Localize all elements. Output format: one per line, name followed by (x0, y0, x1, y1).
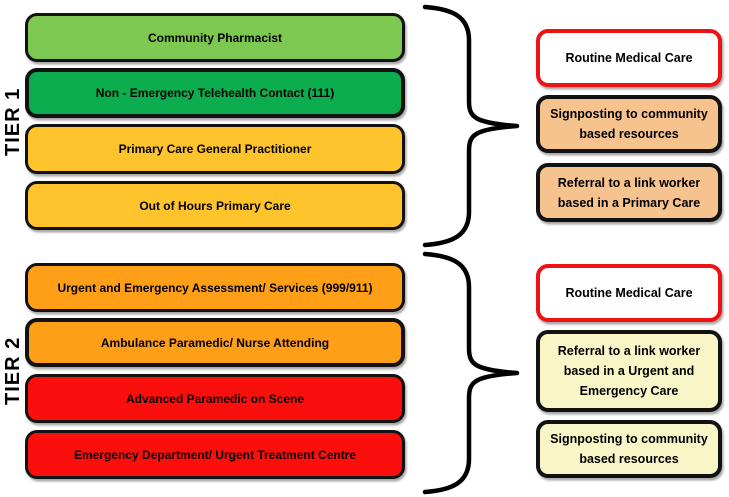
tier1-brace (422, 4, 520, 248)
tier1-label: TIER 1 (2, 87, 24, 156)
tier1-outcome-signposting: Signposting to community based resources (536, 95, 722, 153)
tier2-brace (422, 251, 520, 495)
tier2-box-advanced-paramedic: Advanced Paramedic on Scene (25, 374, 405, 423)
tier1-box-community-pharmacist: Community Pharmacist (25, 13, 405, 62)
tier2-outcome-link-worker-referral: Referral to a link worker based in a Urg… (536, 330, 722, 412)
tier1-outcome-routine-medical-care: Routine Medical Care (536, 29, 722, 87)
tier1-box-out-of-hours: Out of Hours Primary Care (25, 181, 405, 230)
tier2-box-ambulance-paramedic: Ambulance Paramedic/ Nurse Attending (25, 318, 405, 367)
tier2-box-emergency-department: Emergency Department/ Urgent Treatment C… (25, 430, 405, 479)
tier2-label: TIER 2 (2, 336, 24, 406)
tier2-box-urgent-emergency-999: Urgent and Emergency Assessment/ Service… (25, 263, 405, 312)
tier2-outcome-signposting: Signposting to community based resources (536, 420, 722, 478)
tier1-box-telehealth-111: Non - Emergency Telehealth Contact (111) (25, 68, 405, 118)
tier2-outcome-routine-medical-care: Routine Medical Care (536, 264, 722, 322)
tier1-outcome-link-worker-referral: Referral to a link worker based in a Pri… (536, 163, 722, 222)
tier1-box-primary-care-gp: Primary Care General Practitioner (25, 124, 405, 174)
